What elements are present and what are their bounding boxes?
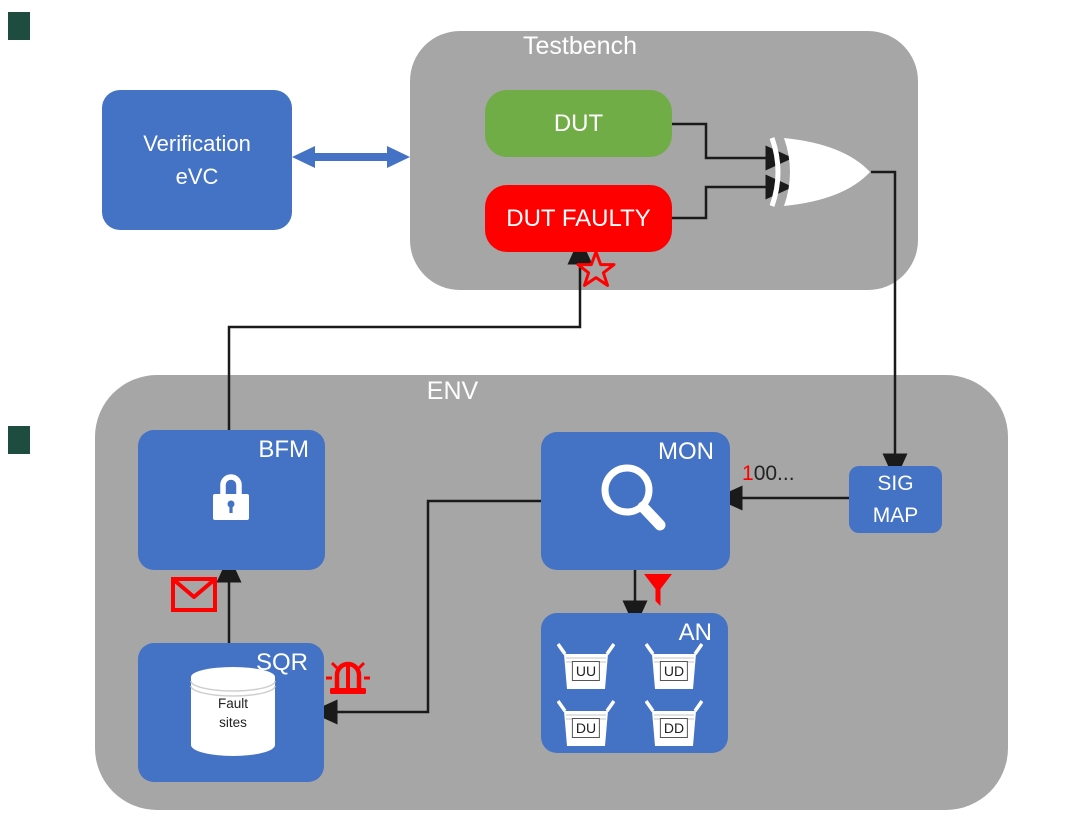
fault-sites-label: Fault sites (217, 696, 248, 730)
an-bin-uu: UU (557, 641, 615, 693)
an-bin-dd: DD (645, 698, 703, 750)
an-node: AN UU UD (541, 613, 728, 753)
signal-value-label: 100... (742, 462, 795, 485)
an-bin-ud: UD (645, 641, 703, 693)
mon-node: MON (541, 432, 730, 570)
dut-node: DUT (485, 90, 672, 157)
star-icon (576, 250, 616, 287)
bfm-node: BFM (138, 430, 325, 570)
dut-label: DUT (553, 109, 604, 137)
dut-faulty-label: DUT FAULTY (506, 204, 651, 232)
left-edge-marker-middle (8, 426, 30, 454)
mon-label: MON (658, 438, 714, 465)
dut-faulty-node: DUT FAULTY (485, 185, 672, 252)
funnel-icon (644, 574, 672, 606)
connector-dut-faulty-to-xor (672, 174, 793, 220)
siren-icon (326, 661, 370, 694)
connector-xor-to-sigmap (871, 170, 908, 481)
an-bin-du: DU (557, 698, 615, 750)
env-label: ENV (426, 377, 479, 405)
verification-evc-label: Verification eVC (143, 131, 251, 189)
sig-map-label: SIG MAP (872, 472, 919, 527)
testbench-label: Testbench (523, 32, 637, 60)
bfm-label: BFM (258, 436, 309, 463)
envelope-icon (171, 577, 217, 612)
an-label: AN (678, 619, 712, 646)
magnifier-icon (601, 464, 666, 531)
verification-evc-node: Verification eVC (102, 90, 292, 230)
connector-bfm-to-dut-faulty (227, 237, 593, 430)
sqr-node: SQR Fault sites (138, 643, 324, 782)
evc-testbench-arrow (292, 146, 410, 168)
left-edge-marker-top (8, 12, 30, 40)
connector-dut-to-xor (672, 122, 793, 171)
database-cylinder-icon: Fault sites (183, 661, 283, 763)
xor-gate-icon (769, 137, 870, 207)
sig-map-node: SIG MAP (849, 466, 942, 533)
connector-mon-to-sqr (310, 499, 541, 725)
lock-icon (213, 474, 249, 520)
